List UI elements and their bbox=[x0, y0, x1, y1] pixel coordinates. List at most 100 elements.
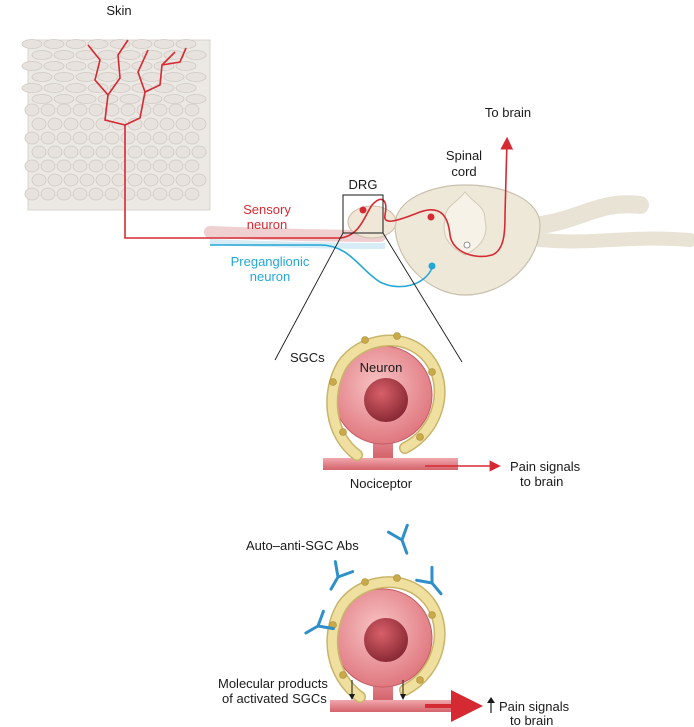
skin-cell bbox=[175, 145, 191, 159]
skin-cell bbox=[47, 117, 63, 131]
skin-cell bbox=[184, 187, 200, 201]
skin-cell bbox=[72, 103, 88, 117]
preganglionic-label-2: neuron bbox=[250, 269, 290, 284]
pain-signals2-label-1: Pain signals bbox=[499, 699, 570, 714]
skin-cell bbox=[104, 131, 120, 145]
skin-cell bbox=[119, 94, 141, 104]
skin-cell bbox=[185, 94, 207, 104]
skin-cell bbox=[175, 173, 191, 187]
skin-cell bbox=[79, 145, 95, 159]
sensory-neuron-label-1: Sensory bbox=[243, 202, 291, 217]
sensory-neuron-label-2: neuron bbox=[247, 217, 287, 232]
skin-cell bbox=[88, 103, 104, 117]
skin-cell bbox=[56, 103, 72, 117]
skin-cell bbox=[191, 173, 207, 187]
pain-signals-label-2: to brain bbox=[520, 474, 563, 489]
skin-cell bbox=[31, 173, 47, 187]
spinal-cord-label-1: Spinal bbox=[446, 148, 482, 163]
skin-cell bbox=[47, 173, 63, 187]
skin-cell bbox=[63, 173, 79, 187]
y-antibody-icon bbox=[304, 609, 335, 635]
nociceptor-label: Nociceptor bbox=[350, 476, 413, 491]
skin-cell bbox=[56, 159, 72, 173]
to-brain-label: To brain bbox=[485, 105, 531, 120]
skin-cell bbox=[175, 117, 191, 131]
skin-cell bbox=[87, 39, 109, 49]
skin-cell bbox=[143, 117, 159, 131]
pain-signals2-label-2: to brain bbox=[510, 713, 553, 727]
skin-cell bbox=[43, 39, 65, 49]
skin-cell bbox=[159, 173, 175, 187]
skin-cell bbox=[141, 72, 163, 82]
skin-cell bbox=[120, 103, 136, 117]
skin-cell bbox=[21, 83, 43, 93]
skin-cell bbox=[185, 72, 207, 82]
skin-cell bbox=[159, 117, 175, 131]
skin-cell bbox=[184, 103, 200, 117]
skin-cell bbox=[53, 94, 75, 104]
skin-cell bbox=[111, 173, 127, 187]
skin-cell bbox=[152, 187, 168, 201]
skin-cell bbox=[143, 173, 159, 187]
skin-cell bbox=[24, 103, 40, 117]
skin-cell bbox=[136, 103, 152, 117]
skin-cell bbox=[119, 50, 141, 60]
skin-cell bbox=[184, 159, 200, 173]
skin-cell bbox=[163, 94, 185, 104]
skin-cell bbox=[24, 131, 40, 145]
skin-cell bbox=[127, 145, 143, 159]
y-antibody-icon bbox=[415, 565, 443, 596]
sensory-fiber-branches bbox=[87, 39, 187, 160]
skin-cell bbox=[43, 61, 65, 71]
up-arrow-icon bbox=[487, 697, 495, 713]
skin-cell bbox=[184, 131, 200, 145]
auto-abs-label: Auto–anti-SGC Abs bbox=[246, 538, 359, 553]
skin-cell bbox=[21, 61, 43, 71]
skin-cell bbox=[175, 61, 197, 71]
skin-cell bbox=[152, 103, 168, 117]
skin-cell bbox=[120, 159, 136, 173]
skin-block bbox=[21, 39, 211, 211]
skin-cell bbox=[53, 50, 75, 60]
skin-cell bbox=[152, 131, 168, 145]
skin-cell bbox=[131, 39, 153, 49]
skin-cell bbox=[153, 39, 175, 49]
molecular-products-label-2: of activated SGCs bbox=[222, 691, 327, 706]
skin-cell bbox=[79, 173, 95, 187]
skin-cell bbox=[40, 103, 56, 117]
skin-cell bbox=[72, 187, 88, 201]
skin-cell bbox=[168, 131, 184, 145]
skin-cell bbox=[127, 173, 143, 187]
skin-cell bbox=[53, 72, 75, 82]
skin-cells bbox=[21, 39, 207, 201]
neuron-panel-normal bbox=[323, 332, 501, 472]
skin-cell bbox=[185, 50, 207, 60]
skin-cell bbox=[31, 117, 47, 131]
skin-cell bbox=[63, 145, 79, 159]
skin-cell bbox=[40, 131, 56, 145]
skin-cell bbox=[88, 187, 104, 201]
skin-cell bbox=[88, 131, 104, 145]
skin-cell bbox=[79, 117, 95, 131]
skin-cell bbox=[31, 145, 47, 159]
skin-cell bbox=[31, 50, 53, 60]
skin-cell bbox=[175, 83, 197, 93]
skin-cell bbox=[168, 103, 184, 117]
skin-cell bbox=[163, 72, 185, 82]
drg-zoom-box bbox=[342, 194, 384, 234]
skin-cell bbox=[175, 39, 197, 49]
skin-cell bbox=[168, 187, 184, 201]
preganglionic-neuron-path bbox=[210, 244, 433, 288]
preganglionic-label-1: Preganglionic bbox=[231, 254, 310, 269]
drg-label: DRG bbox=[349, 177, 378, 192]
drg-cell-body bbox=[359, 206, 367, 214]
skin-cell bbox=[159, 145, 175, 159]
zoom-line-right bbox=[382, 232, 463, 363]
neuron-label: Neuron bbox=[360, 360, 403, 375]
sensory-neuron-path bbox=[124, 136, 514, 258]
skin-cell bbox=[120, 187, 136, 201]
skin-cell bbox=[111, 145, 127, 159]
skin-cell bbox=[141, 94, 163, 104]
spinal-cord-label-2: cord bbox=[451, 164, 476, 179]
